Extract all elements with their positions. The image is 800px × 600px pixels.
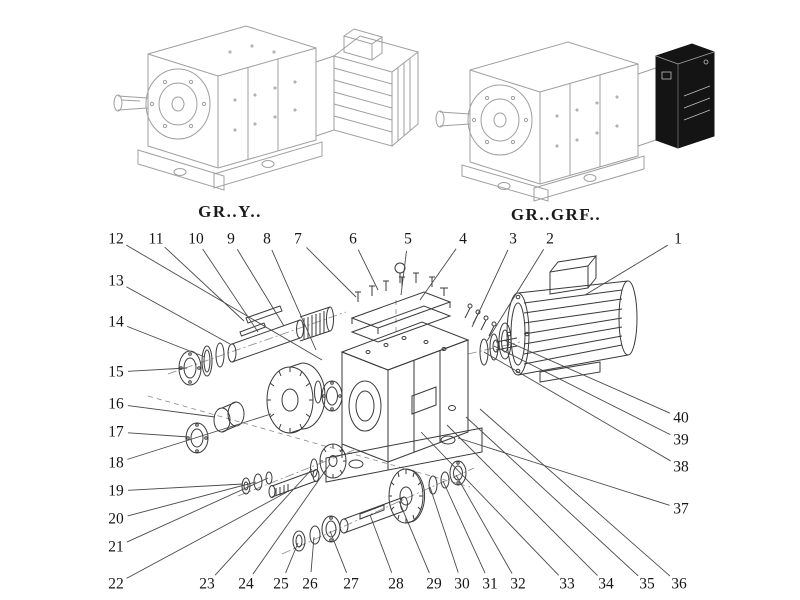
callout-12: 12: [108, 230, 124, 248]
callout-38: 38: [673, 458, 689, 476]
callout-9: 9: [227, 230, 235, 248]
callout-5: 5: [404, 230, 412, 248]
callout-2: 2: [546, 230, 554, 248]
leader-line-40: [503, 339, 671, 414]
leader-line-31: [442, 480, 486, 574]
callout-23: 23: [199, 575, 215, 593]
leader-line-28: [369, 514, 393, 573]
leader-line-7: [306, 247, 357, 298]
leader-line-5: [400, 250, 407, 296]
leader-line-25: [285, 542, 299, 574]
leader-line-23: [214, 468, 313, 576]
leader-line-27: [329, 530, 347, 574]
callout-20: 20: [108, 510, 124, 528]
leader-line-20: [127, 481, 257, 517]
exploded-view-group: [147, 255, 638, 555]
callout-15: 15: [108, 363, 124, 381]
leader-line-11: [164, 246, 245, 322]
callout-34: 34: [598, 575, 614, 593]
leader-line-33: [420, 431, 560, 576]
cover-bolts-drawing: [355, 262, 448, 302]
leader-line-8: [271, 249, 317, 351]
leader-line-18: [127, 413, 272, 460]
callout-24: 24: [238, 575, 254, 593]
leader-line-2: [486, 248, 545, 342]
leader-line-16: [127, 405, 216, 418]
gearmotor-figure-gr-y: [113, 25, 420, 191]
leader-line-37: [457, 437, 670, 506]
leader-line-15: [127, 367, 188, 372]
motor-drawing: [492, 255, 638, 383]
callout-32: 32: [510, 575, 526, 593]
callout-29: 29: [426, 575, 442, 593]
callout-13: 13: [108, 272, 124, 290]
leader-line-38: [483, 351, 671, 462]
callout-28: 28: [388, 575, 404, 593]
callout-11: 11: [148, 230, 164, 248]
callout-1: 1: [674, 230, 682, 248]
callout-14: 14: [108, 313, 124, 331]
leader-line-35: [465, 416, 639, 577]
leader-line-32: [455, 474, 513, 574]
leader-line-21: [126, 477, 269, 543]
leader-line-29: [398, 500, 430, 574]
callout-22: 22: [108, 575, 124, 593]
callout-40: 40: [673, 409, 689, 427]
callout-3: 3: [509, 230, 517, 248]
leader-line-24: [252, 463, 331, 575]
gearmotor-figure-gr-grf: [435, 41, 715, 202]
leader-line-6: [357, 249, 379, 291]
leader-line-9: [236, 249, 285, 327]
callout-36: 36: [671, 575, 687, 593]
leader-line-22: [126, 491, 288, 579]
leader-lines: [126, 244, 671, 579]
leader-line-13: [126, 286, 231, 345]
leader-line-12: [126, 244, 323, 361]
callout-27: 27: [343, 575, 359, 593]
input-shaft-drawing: [178, 305, 334, 386]
top-cover-drawing: [350, 291, 452, 343]
first-stage-gear-drawing: [185, 362, 343, 454]
figure-label-gr-grf: GR..GRF..: [510, 205, 602, 224]
callout-35: 35: [639, 575, 655, 593]
leader-line-3: [471, 249, 509, 328]
callout-18: 18: [108, 454, 124, 472]
callout-37: 37: [673, 500, 689, 518]
callout-10: 10: [188, 230, 204, 248]
leader-line-1: [584, 244, 668, 296]
callout-25: 25: [273, 575, 289, 593]
figure-label-gr-y: GR..Y..: [198, 202, 262, 221]
intermediate-gear-drawing: [241, 443, 347, 498]
callout-33: 33: [559, 575, 575, 593]
leader-line-17: [127, 432, 190, 438]
callout-6: 6: [349, 230, 357, 248]
leader-line-30: [429, 486, 459, 573]
callout-26: 26: [302, 575, 318, 593]
leader-line-19: [127, 483, 244, 491]
leader-line-10: [202, 248, 259, 333]
leader-line-39: [493, 345, 671, 436]
callout-31: 31: [482, 575, 498, 593]
callout-4: 4: [459, 230, 467, 248]
leader-line-36: [479, 408, 671, 577]
callout-30: 30: [454, 575, 470, 593]
leader-line-14: [127, 325, 206, 358]
callout-7: 7: [294, 230, 302, 248]
housing-drawing: [325, 321, 483, 483]
callout-8: 8: [263, 230, 271, 248]
callout-39: 39: [673, 431, 689, 449]
leader-line-26: [310, 536, 315, 573]
callout-19: 19: [108, 482, 124, 500]
callout-16: 16: [108, 395, 124, 413]
output-shaft-drawing: [292, 460, 467, 552]
leader-line-34: [446, 424, 598, 576]
callout-21: 21: [108, 538, 124, 556]
callout-17: 17: [108, 423, 124, 441]
leader-line-4: [419, 248, 457, 301]
